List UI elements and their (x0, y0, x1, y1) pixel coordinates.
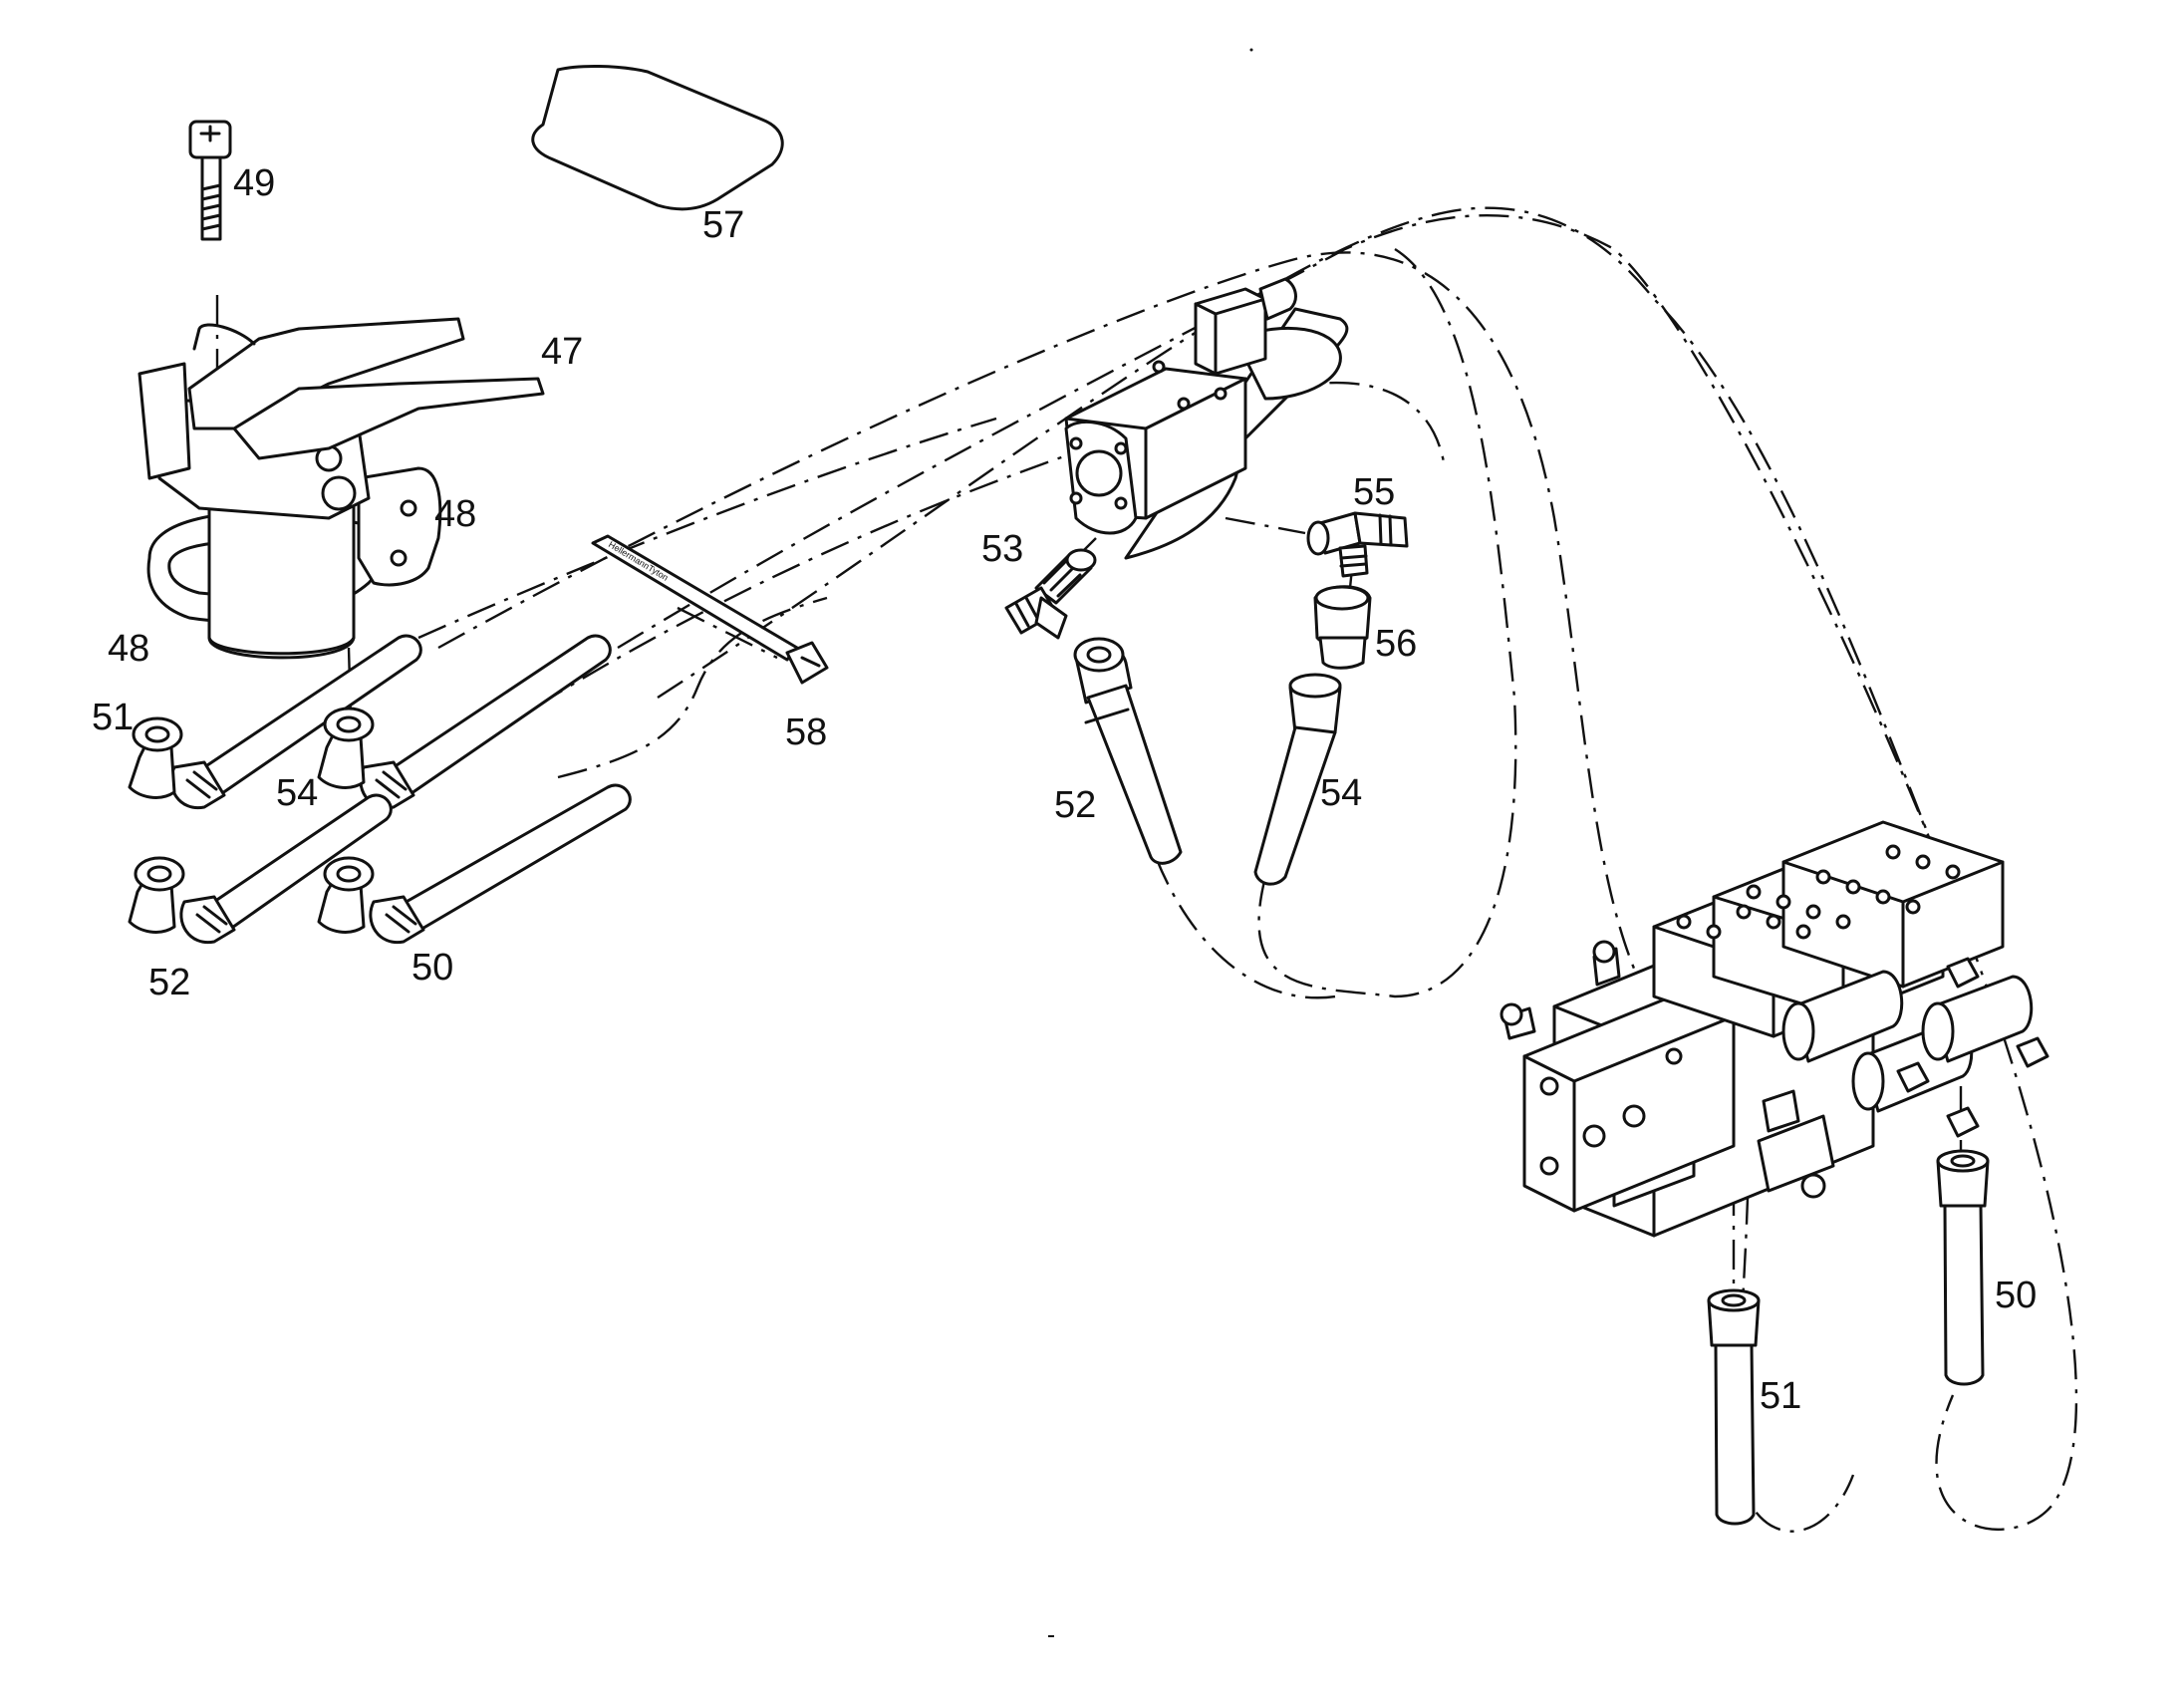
control-valve-block (1500, 820, 2049, 1238)
solenoid-valve (1064, 277, 1349, 560)
label-56: 56 (1375, 623, 1417, 665)
leader-58 (677, 606, 778, 660)
cable-tie-58: HellermannTyton (591, 534, 829, 685)
route-long-3 (657, 206, 1955, 898)
label-54-right: 54 (1320, 772, 1362, 814)
route-long-2 (617, 214, 2078, 1532)
label-51-right: 51 (1760, 1375, 1801, 1417)
bolt-heads (1676, 844, 1961, 940)
label-50-right: 50 (1995, 1275, 2037, 1316)
label-48-upper: 48 (434, 493, 476, 535)
label-48-lower: 48 (108, 628, 149, 670)
route-hose-51 (417, 417, 997, 640)
hose-52-right (1073, 637, 1183, 865)
route-long-1 (437, 251, 1855, 1533)
hose-50-left (317, 783, 632, 945)
label-58: 58 (785, 711, 827, 753)
part-callouts: 49 57 47 48 48 51 54 58 52 50 53 55 56 5… (92, 162, 2037, 1417)
label-53: 53 (981, 528, 1023, 570)
route-hose-52 (1154, 856, 1336, 999)
label-54-left: 54 (276, 772, 318, 814)
label-52-left: 52 (148, 962, 190, 1003)
label-57: 57 (702, 204, 744, 246)
label-47: 47 (541, 331, 583, 373)
hand-valve-47 (137, 317, 545, 660)
tee-fitting-55 (1306, 511, 1409, 578)
hose-50-right (1936, 1149, 1990, 1386)
stray-mark-bottom (1048, 1635, 1054, 1637)
hose-52-left (128, 793, 393, 945)
label-52-right: 52 (1054, 784, 1096, 826)
route-tie-loop (557, 596, 828, 779)
gasket-57 (531, 65, 784, 211)
tee-fitting-53 (1004, 548, 1097, 640)
route-hose-54 (1257, 247, 1517, 998)
hose-51-left (128, 634, 422, 810)
label-50-left: 50 (411, 947, 453, 989)
label-51-left: 51 (92, 697, 134, 738)
leader-valve-to-tee-55 (1225, 516, 1306, 535)
stray-mark-top (1249, 48, 1253, 52)
hose-54-left (317, 634, 612, 810)
label-55: 55 (1353, 471, 1395, 513)
label-49: 49 (233, 162, 275, 204)
hose-51-right (1707, 1288, 1761, 1526)
routing-lines (215, 206, 2078, 1533)
screw-49 (188, 120, 232, 241)
adapter-56 (1313, 585, 1372, 670)
hose-54-right (1253, 673, 1342, 886)
route-long-4 (358, 381, 1447, 828)
